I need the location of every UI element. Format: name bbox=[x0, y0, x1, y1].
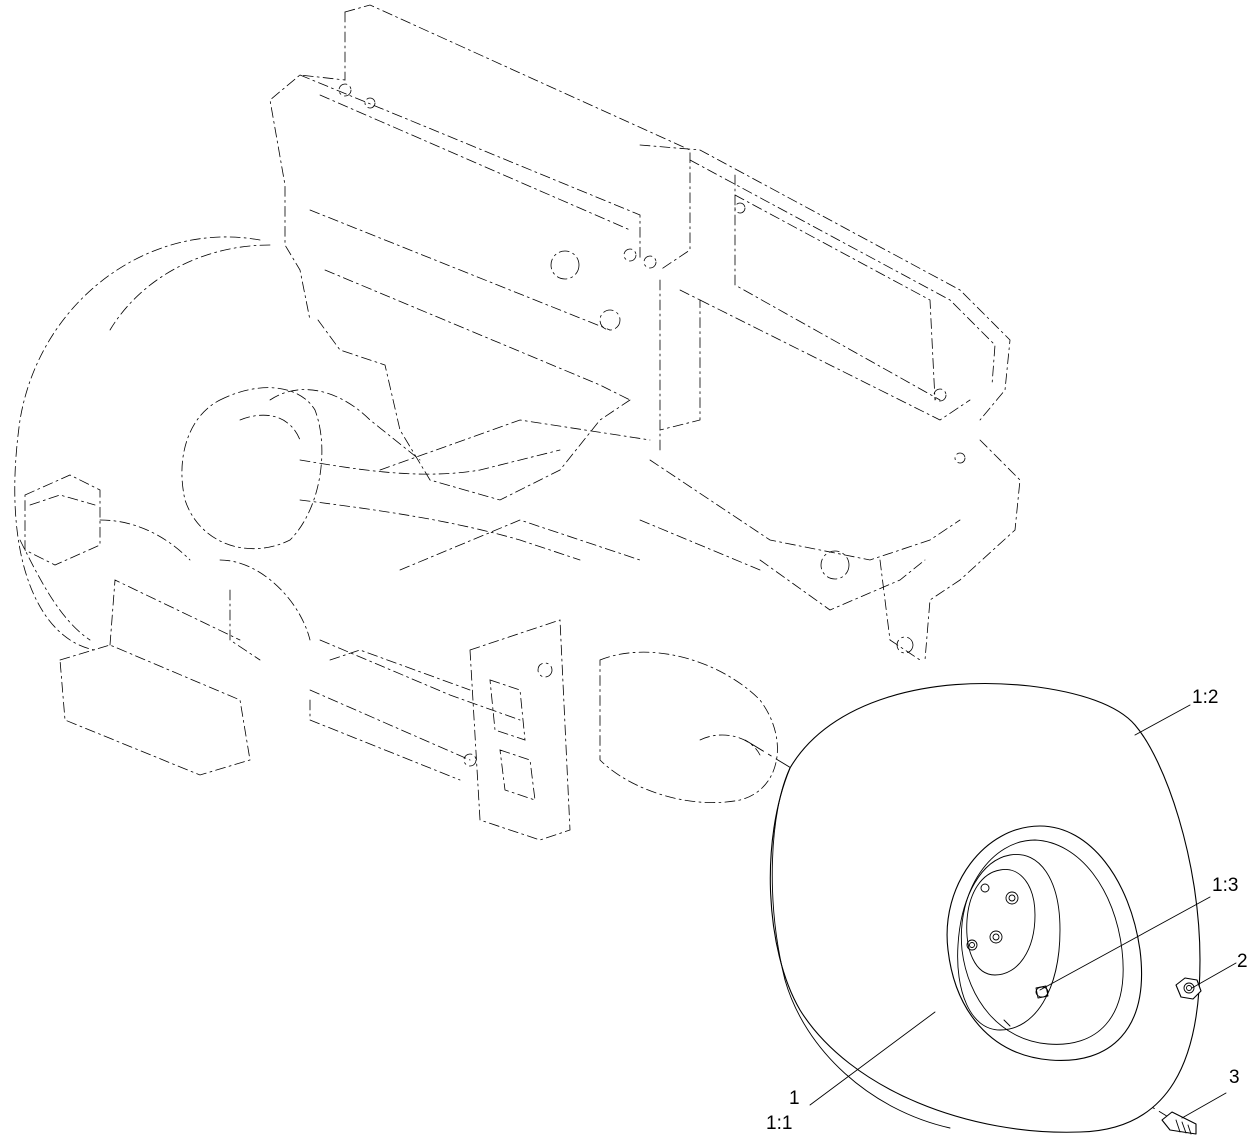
rim-dish bbox=[957, 854, 1061, 1031]
tire-sidewall bbox=[771, 767, 951, 1129]
callout-2: 2 bbox=[1237, 951, 1248, 972]
wheel-assembly bbox=[769, 683, 1201, 1133]
leader-lines bbox=[809, 704, 1237, 1119]
callout-1-3: 1:3 bbox=[1212, 875, 1239, 896]
callout-1-2: 1:2 bbox=[1192, 687, 1219, 708]
lug-nut bbox=[1175, 977, 1202, 1000]
rim-outer bbox=[946, 825, 1142, 1062]
phantom-chassis-assembly bbox=[14, 4, 1021, 841]
callout-3: 3 bbox=[1229, 1067, 1240, 1088]
wheel-studs bbox=[966, 883, 1019, 951]
hub-plate bbox=[966, 869, 1036, 976]
stud-1-3 bbox=[1035, 985, 1049, 999]
callout-1: 1 bbox=[789, 1088, 800, 1109]
valve-hole bbox=[1003, 1019, 1011, 1027]
callout-1-1: 1:1 bbox=[766, 1113, 793, 1134]
valve-stem bbox=[1161, 1111, 1197, 1135]
